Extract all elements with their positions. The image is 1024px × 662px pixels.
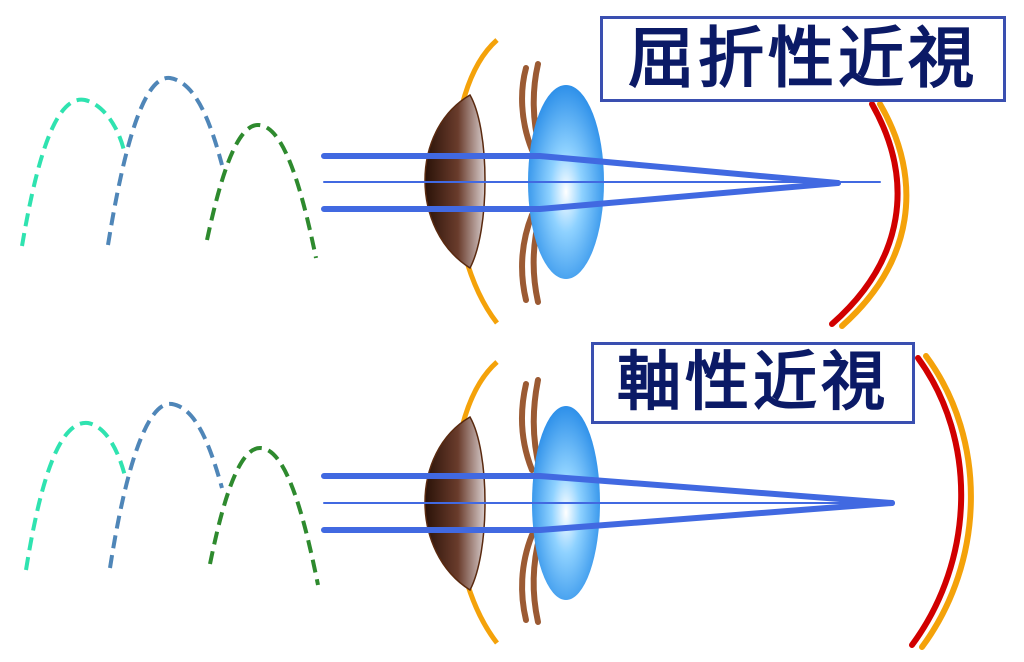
refractive-myopia-label-box: 屈折性近視 — [600, 16, 1006, 102]
refractive-myopia-panel — [20, 38, 910, 329]
wave-2 — [108, 401, 224, 569]
light-waves-bottom — [24, 401, 320, 586]
light-rays-top — [321, 153, 881, 212]
axial-myopia-label-box: 軸性近視 — [591, 342, 915, 424]
retina-top — [829, 101, 910, 329]
wave-2 — [106, 75, 224, 246]
wave-3 — [205, 122, 318, 259]
axial-myopia-label: 軸性近視 — [617, 346, 889, 420]
wave-1 — [20, 97, 127, 247]
retina-bottom — [909, 353, 974, 650]
light-waves-top — [20, 75, 318, 259]
wave-1 — [24, 420, 128, 571]
axial-myopia-panel — [24, 353, 974, 650]
light-rays-bottom — [321, 473, 895, 533]
refractive-myopia-label: 屈折性近視 — [628, 20, 978, 97]
wave-3 — [208, 445, 320, 586]
